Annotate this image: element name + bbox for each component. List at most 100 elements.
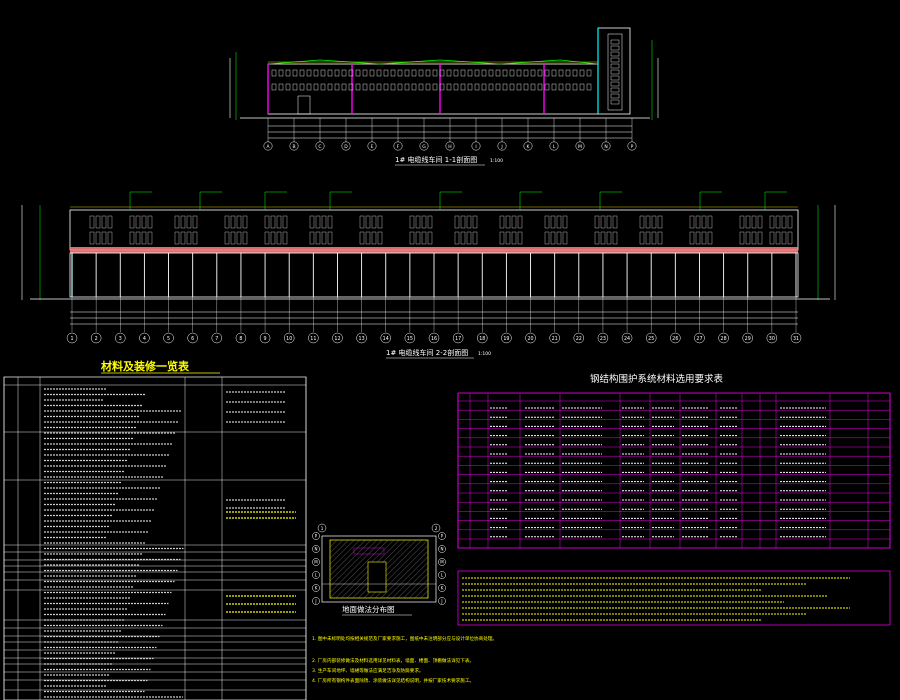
grid-bubble-1: [317, 523, 327, 533]
axis-bubble-12: [332, 332, 343, 344]
axis-bubble-D: [341, 141, 351, 151]
svg-text:N: N: [315, 547, 318, 552]
elevation-1-title: 1# 电缆线车间 1-1剖面图: [395, 155, 477, 164]
svg-text:J: J: [440, 599, 442, 604]
axis-bubble-20: [525, 332, 536, 344]
axis-bubble-H: [445, 141, 455, 151]
grid-bubble-L: [438, 571, 446, 579]
axis-bubble-M: [575, 141, 585, 151]
axis-label: 31: [793, 336, 799, 342]
grid-bubble-M: [438, 558, 446, 566]
axis-label: G: [422, 144, 426, 150]
grid-bubble-N: [312, 545, 320, 553]
axis-bubble-2: [90, 332, 102, 344]
axis-label: 8: [239, 336, 242, 342]
axis-label: 15: [407, 336, 413, 342]
grid-bubble-J: [312, 597, 320, 605]
axis-label: 1: [70, 336, 73, 342]
axis-label: 11: [310, 336, 316, 342]
svg-text:M: M: [440, 560, 444, 565]
axis-label: C: [318, 144, 321, 150]
axis-bubble-18: [477, 332, 488, 344]
axis-label: F: [397, 144, 400, 150]
axis-label: 22: [576, 336, 582, 342]
axis-bubble-14: [380, 332, 391, 344]
axis-bubble-L: [549, 141, 559, 151]
axis-bubble-22: [573, 332, 585, 344]
axis-label: 6: [191, 336, 194, 342]
axis-label: K: [527, 144, 531, 150]
elevation-1-scale: 1:100: [490, 158, 503, 164]
axis-bubble-J: [497, 141, 507, 151]
axis-label: J: [500, 144, 502, 150]
svg-text:K: K: [315, 586, 318, 591]
axis-label: 27: [696, 336, 702, 342]
svg-text:L: L: [441, 573, 444, 578]
axis-label: 20: [527, 336, 533, 342]
axis-label: 25: [648, 336, 654, 342]
axis-bubble-15: [404, 332, 416, 344]
floor-plan-title: 地面做法分布图: [342, 604, 395, 614]
axis-bubble-11: [308, 332, 319, 344]
grid-bubble-N: [438, 545, 446, 553]
grid-bubble-L: [312, 571, 320, 579]
axis-label: 24: [624, 336, 630, 342]
axis-label: H: [448, 144, 451, 150]
svg-text:P: P: [441, 534, 444, 539]
axis-bubble-K: [523, 141, 533, 151]
axis-label: 9: [264, 336, 267, 342]
axis-label: 28: [721, 336, 727, 342]
svg-text:L: L: [315, 573, 318, 578]
axis-bubble-I: [471, 141, 481, 151]
general-notes: 1. 图中未标明处均按相关规范及厂家要求施工，图纸中未注明部分应与设计单位协商处…: [312, 635, 497, 684]
axis-label: 10: [286, 336, 292, 342]
grid-bubble-P: [312, 532, 320, 540]
axis-bubble-3: [115, 332, 126, 344]
axis-bubble-8: [235, 332, 247, 344]
axis-bubble-23: [597, 332, 609, 344]
axis-label: 19: [503, 336, 509, 342]
axis-label: B: [292, 144, 295, 150]
axis-bubble-N: [601, 141, 611, 151]
axis-label: D: [344, 144, 348, 150]
note-line-4: 4. 厂房所有钢构件表面除锈、涂装做法详见结构说明，并按厂家技术要求施工。: [312, 677, 474, 684]
axis-bubble-10: [283, 332, 295, 344]
axis-label: E: [371, 144, 374, 150]
axis-label: 21: [552, 336, 558, 342]
axis-bubble-6: [187, 332, 198, 344]
axis-label: 16: [431, 336, 437, 342]
svg-text:M: M: [314, 560, 318, 565]
grid-bubble-P: [438, 532, 446, 540]
axis-bubble-E: [367, 141, 377, 151]
axis-label: 29: [745, 336, 751, 342]
axis-bubble-26: [670, 332, 681, 344]
svg-text:2: 2: [435, 526, 438, 532]
grid-bubble-J: [438, 597, 446, 605]
svg-text:J: J: [314, 599, 316, 604]
axis-label: N: [604, 144, 607, 150]
axis-label: 13: [359, 336, 365, 342]
axis-bubble-25: [645, 332, 657, 344]
steel-table: 钢结构围护系统材料选用要求表: [457, 373, 891, 626]
axis-bubble-30: [766, 332, 778, 344]
axis-bubble-7: [211, 332, 223, 344]
axis-bubble-B: [289, 141, 299, 151]
axis-bubble-C: [315, 141, 325, 151]
axis-bubble-13: [356, 332, 367, 344]
svg-text:K: K: [441, 586, 444, 591]
axis-bubble-A: [263, 141, 273, 151]
axis-label: P: [631, 144, 634, 150]
materials-table: 材料及装修一览表: [3, 359, 307, 700]
axis-label: A: [266, 144, 270, 150]
axis-label: 5: [167, 336, 170, 342]
note-line-3: 3. 生产车间地坪、墙裙等做法应满足洁净及防腐要求。: [312, 667, 424, 674]
elevation-2-title: 1# 电缆线车间 2-2剖面图: [386, 348, 468, 357]
axis-bubble-4: [139, 332, 150, 344]
note-line-2: 2. 厂房内部装修做法及材料选用详见材料表，墙面、楼面、顶棚做法详见下表。: [312, 657, 474, 664]
axis-bubble-5: [163, 332, 174, 344]
axis-label: 30: [769, 336, 775, 342]
svg-text:N: N: [441, 547, 444, 552]
